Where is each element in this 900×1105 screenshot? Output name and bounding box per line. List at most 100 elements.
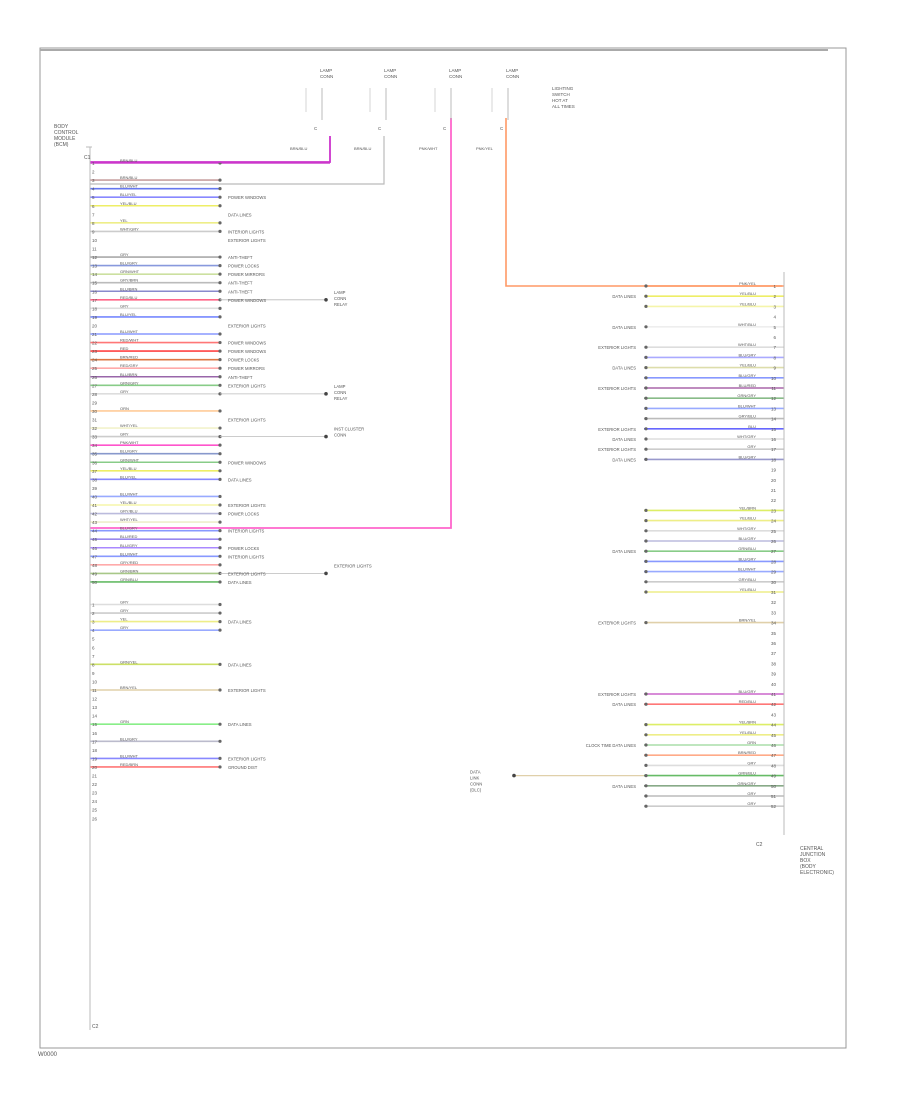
right-wire-code: GRN/GRY [737,781,756,786]
left-destination-label: EXTERIOR LIGHTS [228,756,266,761]
terminal-dot [218,602,222,607]
left-pin-number: 18 [92,306,98,311]
left-pin-number: 1 [92,161,95,166]
right-pin-number: 33 [771,610,777,615]
terminal-dot [218,340,222,345]
left-destination-label: POWER MIRRORS [228,272,265,277]
left-pin-number: 11 [92,688,97,693]
top-connector-wire-code: BRN/BLU [290,146,307,151]
top-connector-wire-code: PNK/YEL [476,146,494,151]
right-destination-label: DATA LINES [612,702,636,707]
right-destination-label: DATA LINES [612,294,636,299]
terminal-dot [644,570,648,574]
terminal-dot [218,264,222,268]
terminal-dot [218,178,222,182]
top-connector-label-line: CONN [320,74,333,79]
right-pin-number: 2 [773,294,776,299]
terminal-dot [644,417,648,421]
left-pin-number: 1 [92,603,95,608]
terminal-dot [218,375,222,379]
left-wire-code: BLU/WHT [120,329,139,334]
right-wire-code: BLU/GRY [739,556,757,561]
right-pin-number: 42 [771,702,777,707]
right-wire-code: WHT/BLU [738,322,756,327]
side-label-line: INST CLUSTER [334,427,364,432]
footer-code: W0000 [38,1052,58,1058]
terminal-dot [218,620,222,624]
left-destination-label: POWER WINDOWS [228,341,266,346]
terminal-dot [644,794,648,798]
right-pin-number: 9 [773,366,776,371]
left-wire-code: GRY/BLU [120,509,138,514]
terminal-dot [218,255,222,259]
left-pin-number: 28 [92,392,98,397]
terminal-dot [644,590,648,594]
right-wire-code: BLU/WHT [738,567,757,572]
left-wire-code: BLU/GRY [120,736,138,741]
left-wire-code: GRN/WHT [120,269,140,274]
left-wire-code: WHT/YEL [120,517,139,522]
right-pin-number: 14 [771,417,777,422]
terminal-dot [218,409,222,413]
left-destination-label: GROUND DIST [228,765,258,770]
side-label-line: LAMP [334,290,346,295]
left-pin-number: 17 [92,298,98,303]
left-wire-code: BLU/YEL [120,312,137,317]
right-wire-code: PNK/YEL [739,281,757,286]
right-pin-number: 22 [771,498,777,503]
left-wire-code: GRY [120,625,129,630]
left-wire-code: BLU/WHT [120,753,139,758]
left-pin-number: 9 [92,229,95,234]
right-wire-code: BLU/GRY [739,536,757,541]
side-label-line: CONN [334,390,346,395]
right-wire-code: BLU/GRY [739,352,757,357]
diagram-frame [39,47,847,1049]
left-wire-code: BLU/WHT [120,184,139,189]
left-pin-number: 42 [92,512,98,517]
left-wire-code: BLU/BRN [120,372,137,377]
right-pin-number: 11 [771,386,776,391]
right-wire-code: YEL/BRN [739,720,756,725]
terminal-dot [218,662,222,666]
terminal-dot [218,756,222,761]
left-destination-label: EXTERIOR LIGHTS [228,323,266,328]
left-pin-number: 6 [92,645,95,650]
left-wire-code: GRY [120,608,129,613]
left-pin-number: 24 [92,358,98,363]
right-wire-code: GRN/GRY [737,393,756,398]
terminal-dot [218,529,222,533]
side-label-line: RELAY [334,396,348,401]
right-pin-number: 30 [771,580,777,585]
terminal-dot [218,611,222,615]
left-wire-code: BLU/GRY [120,543,138,548]
right-pin-number: 12 [771,396,777,401]
right-pin-number: 43 [771,712,777,717]
left-pin-number: 37 [92,469,98,474]
left-destination-label: POWER WINDOWS [228,460,266,465]
left-pin-number: 8 [92,662,95,667]
terminal-dot [644,508,648,512]
left-wire-code: GRY [120,432,129,437]
right-wire-code: GRY [747,801,756,806]
right-wire-code: BLU/RED [739,383,756,388]
left-wire-code: BLU/RED [120,534,137,539]
terminal-dot [218,469,222,473]
terminal-dot [218,765,222,769]
right-pin-number: 49 [771,774,777,779]
left-pin-number: 17 [92,739,98,744]
left-destination-label: DATA LINES [228,212,252,217]
left-pin-number: 45 [92,537,98,542]
left-wire-code: BRN/YEL [120,685,138,690]
top-connector-pin-label: C [314,126,318,131]
terminal-dot [644,519,648,523]
left-wire-code: WHT/YEL [120,423,139,428]
module-layer [86,88,785,1030]
right-pin-number: 13 [771,406,777,411]
left-bottom-label: C2 [92,1024,99,1030]
left-pin-number: 16 [92,731,98,736]
terminal-dot [644,723,648,727]
terminal-dot [218,739,222,743]
right-pin-number: 24 [771,519,777,524]
terminal-dot [218,722,222,726]
left-pin-number: 14 [92,272,98,277]
